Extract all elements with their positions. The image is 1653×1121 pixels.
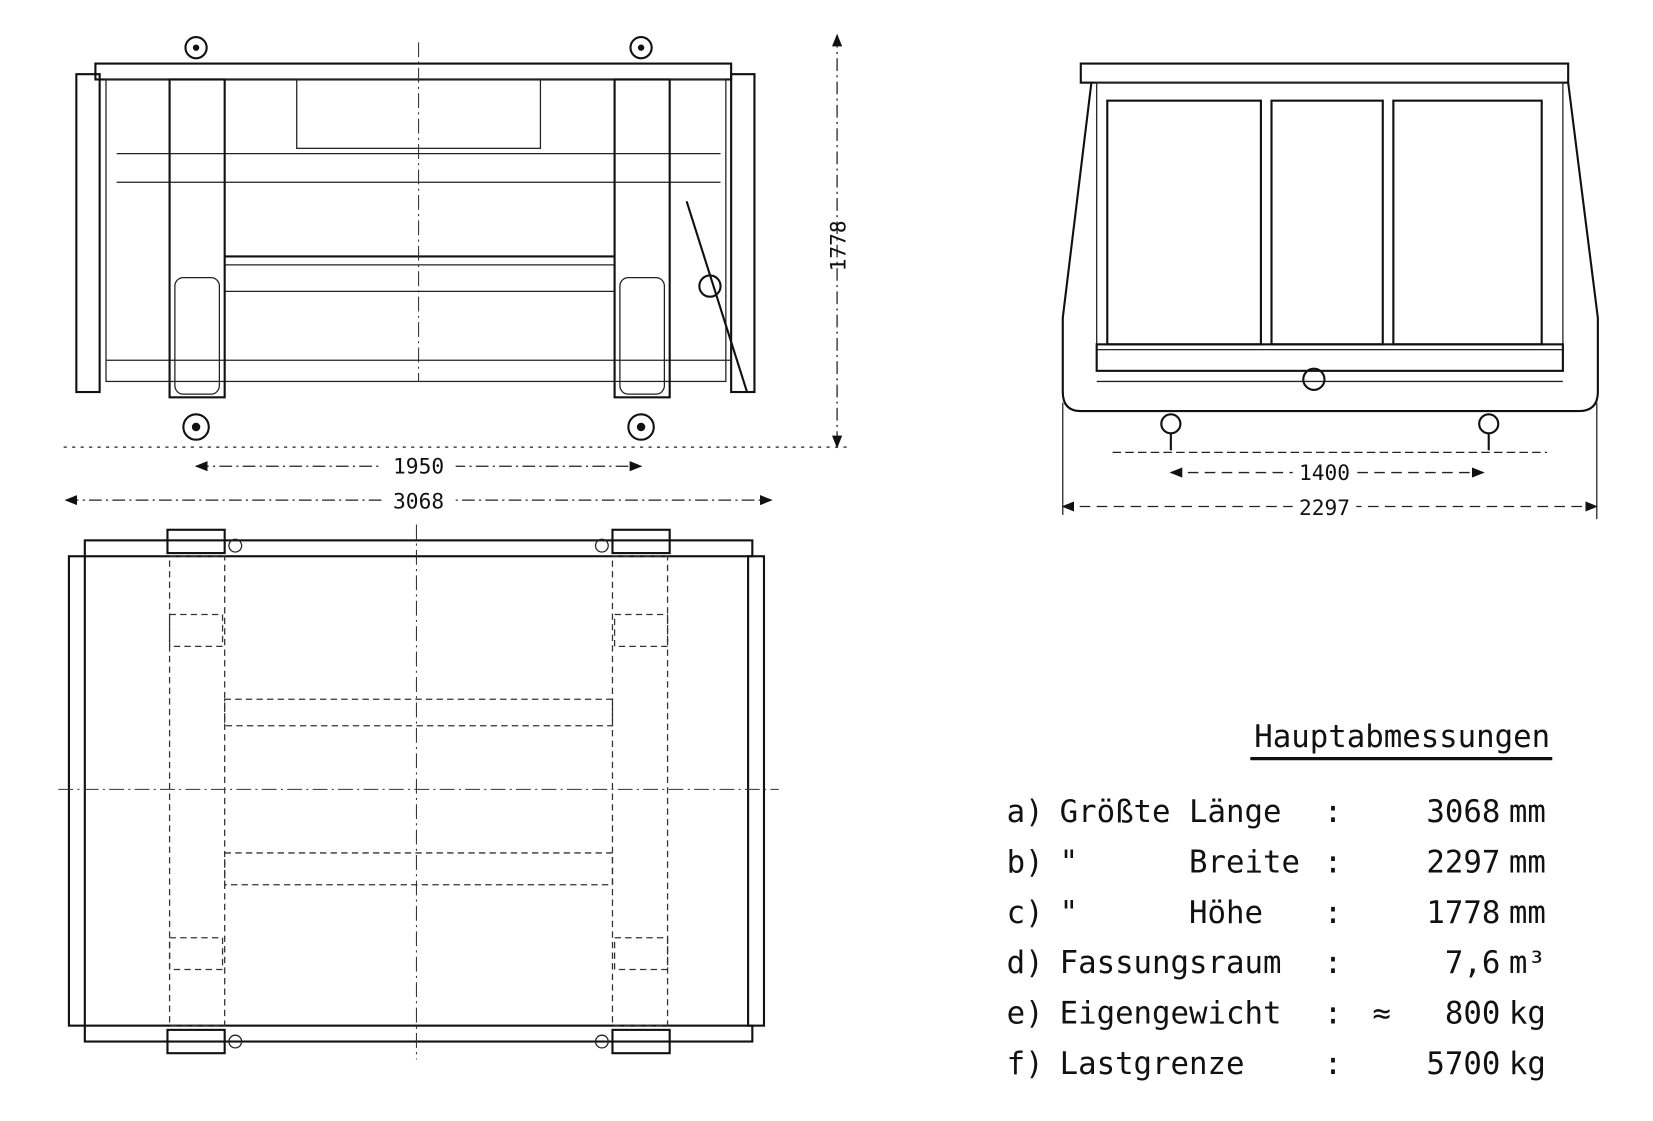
row-colon: : — [1324, 945, 1343, 981]
row-unit: mm — [1509, 845, 1546, 881]
wheel — [627, 413, 655, 441]
row-label: Lastgrenze — [1060, 1046, 1245, 1082]
row-colon: : — [1324, 895, 1343, 931]
row-unit: mm — [1509, 794, 1546, 830]
row-key: f) — [1007, 1046, 1044, 1082]
row-value: 800 — [1445, 996, 1500, 1032]
row-key: d) — [1007, 945, 1044, 981]
row-value: 5700 — [1426, 1046, 1500, 1082]
row-key: c) — [1007, 895, 1044, 931]
dim-length: 3068 — [393, 489, 444, 514]
dim-track: 1400 — [1299, 460, 1350, 485]
dim-wheelbase: 1950 — [393, 454, 444, 479]
row-key: a) — [1007, 794, 1044, 830]
row-unit: mm — [1509, 895, 1546, 931]
top-view — [58, 524, 779, 1060]
dim-height: 1778 — [826, 220, 851, 271]
table-title: Hauptabmessungen — [1254, 719, 1550, 755]
row-colon: : — [1324, 996, 1343, 1032]
row-label: Eigengewicht — [1060, 996, 1282, 1032]
row-value: 1778 — [1426, 895, 1500, 931]
row-label: " Höhe — [1060, 895, 1263, 931]
dim-width: 2297 — [1299, 495, 1350, 520]
row-label: Fassungsraum — [1060, 945, 1282, 981]
row-value: 3068 — [1426, 794, 1500, 830]
row-key: e) — [1007, 996, 1044, 1032]
row-key: b) — [1007, 845, 1044, 881]
row-colon: : — [1324, 794, 1343, 830]
wheel — [182, 413, 210, 441]
row-label: " Breite — [1060, 845, 1300, 881]
row-label: Größte Länge — [1060, 794, 1282, 830]
wheel — [1478, 413, 1500, 451]
lifting-lug — [184, 36, 208, 60]
row-value: 2297 — [1426, 845, 1500, 881]
lifting-lug — [629, 36, 653, 60]
row-approx: ≈ — [1372, 996, 1391, 1032]
row-colon: : — [1324, 1046, 1343, 1082]
side-view: 1400 2297 — [1061, 62, 1599, 520]
row-colon: : — [1324, 845, 1343, 881]
row-unit: m³ — [1509, 945, 1546, 981]
row-unit: kg — [1509, 996, 1546, 1032]
front-view: 1778 1950 3068 — [63, 33, 851, 514]
row-unit: kg — [1509, 1046, 1546, 1082]
row-value: 7,6 — [1445, 945, 1500, 981]
wheel — [1160, 413, 1182, 451]
